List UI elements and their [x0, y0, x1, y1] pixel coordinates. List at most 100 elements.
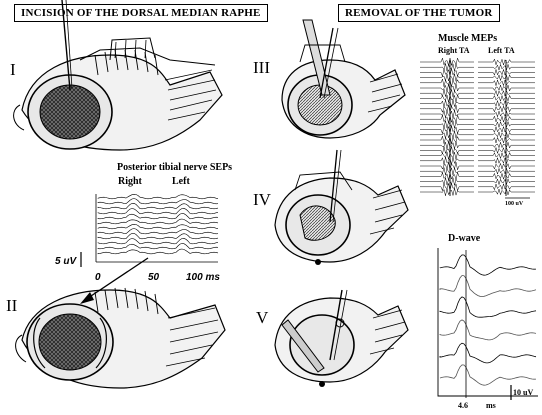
mep-trace: [420, 151, 474, 160]
sep-trace: [97, 248, 219, 255]
mep-trace: [420, 146, 474, 155]
mep-left-label: Left TA: [488, 46, 515, 55]
mep-trace: [420, 141, 474, 150]
mep-trace: [420, 99, 474, 108]
mep-trace: [478, 188, 535, 196]
sep-trace: [97, 193, 219, 200]
sep-trace: [97, 243, 219, 250]
dwave-trace: [439, 364, 537, 386]
mep-trace: [420, 114, 474, 124]
dwave-scale-label: 10 uV: [513, 388, 534, 397]
mep-trace: [478, 89, 535, 98]
arrow: [80, 257, 149, 304]
mep-trace: [478, 120, 535, 129]
mep-trace: [420, 89, 474, 98]
mep-trace: [420, 57, 474, 67]
dwave-trace: [439, 296, 537, 318]
cord-illustration-3: [281, 19, 406, 139]
cord-illustration-1: [13, 0, 223, 151]
mep-trace: [478, 167, 535, 176]
mep-trace: [478, 78, 535, 87]
mep-trace: [420, 125, 474, 135]
sep-right-label: Right: [118, 176, 142, 187]
step-label-5: V: [256, 308, 269, 327]
dwave-title: D-wave: [448, 233, 481, 244]
sep-tick-0: 0: [95, 272, 101, 283]
sep-trace: [97, 218, 219, 225]
left-panel-title: INCISION OF THE DORSAL MEDIAN RAPHE: [14, 4, 268, 22]
mep-trace: [478, 74, 535, 82]
sep-scale-label: 5 uV: [55, 256, 77, 267]
sep-trace: [97, 237, 219, 245]
step-label-4: IV: [253, 190, 271, 209]
cord-illustration-5: [274, 289, 409, 387]
mep-trace: [420, 166, 474, 176]
mep-trace: [478, 84, 535, 92]
cord-illustration-4: [274, 149, 409, 265]
cord-illustration-2: [15, 287, 226, 389]
mep-trace: [478, 110, 535, 118]
mep-trace: [420, 187, 474, 197]
step-label-3: III: [253, 58, 270, 77]
mep-trace: [478, 172, 535, 180]
dwave-trace: [439, 275, 537, 297]
mep-trace: [420, 120, 474, 129]
dwave-unit-label: ms: [486, 401, 496, 410]
mep-trace: [478, 146, 535, 155]
mep-trace: [478, 105, 535, 113]
sep-trace: [97, 198, 219, 205]
mep-trace: [420, 130, 474, 139]
dwave-trace: [439, 342, 537, 364]
mep-trace: [478, 63, 535, 72]
mep-trace: [478, 58, 535, 66]
dwave-trace: [439, 319, 537, 341]
sep-tick-100: 100 ms: [186, 272, 220, 283]
sep-title: Posterior tibial nerve SEPs: [117, 162, 233, 173]
mep-trace: [420, 171, 474, 181]
mep-title: Muscle MEPs: [438, 33, 498, 44]
mep-trace: [478, 151, 535, 160]
mep-trace: [420, 177, 474, 186]
mep-trace: [478, 162, 535, 170]
mep-trace: [478, 94, 535, 103]
mep-trace: [478, 182, 535, 191]
mep-trace: [478, 130, 535, 139]
mep-trace: [420, 109, 474, 119]
mep-trace-panel: [420, 57, 535, 197]
mep-trace: [420, 83, 474, 92]
mep-trace: [420, 156, 474, 165]
mep-trace: [420, 78, 474, 87]
sep-trace: [97, 202, 219, 210]
mep-scale-label: 100 uV: [505, 201, 524, 207]
mep-trace: [478, 178, 535, 186]
mep-trace: [420, 135, 474, 144]
mep-trace: [478, 125, 535, 134]
sep-left-label: Left: [172, 176, 190, 187]
mep-right-label: Right TA: [438, 46, 470, 55]
dwave-axis: [437, 248, 538, 397]
sep-trace-panel: [95, 193, 219, 263]
mep-trace: [420, 63, 474, 72]
sep-trace: [97, 232, 219, 240]
dwave-trace-panel: [437, 248, 538, 398]
sep-trace: [97, 213, 219, 220]
sep-trace: [97, 207, 219, 215]
dwave-latency-label: 4.6: [458, 401, 468, 410]
sep-tick-50: 50: [148, 272, 160, 283]
mep-trace: [478, 99, 535, 108]
mep-trace: [478, 136, 535, 144]
step-label-2: II: [6, 296, 18, 315]
mep-trace: [478, 156, 535, 165]
mep-trace: [420, 93, 474, 103]
mep-trace: [420, 68, 474, 78]
mep-trace: [478, 141, 535, 149]
right-panel-title: REMOVAL OF THE TUMOR: [338, 4, 500, 22]
mep-trace: [478, 68, 535, 76]
sep-trace: [97, 228, 219, 235]
sep-trace: [97, 223, 219, 230]
step-label-1: I: [10, 60, 16, 79]
dwave-trace: [439, 254, 537, 276]
mep-trace: [420, 73, 474, 82]
mep-trace: [478, 115, 535, 124]
